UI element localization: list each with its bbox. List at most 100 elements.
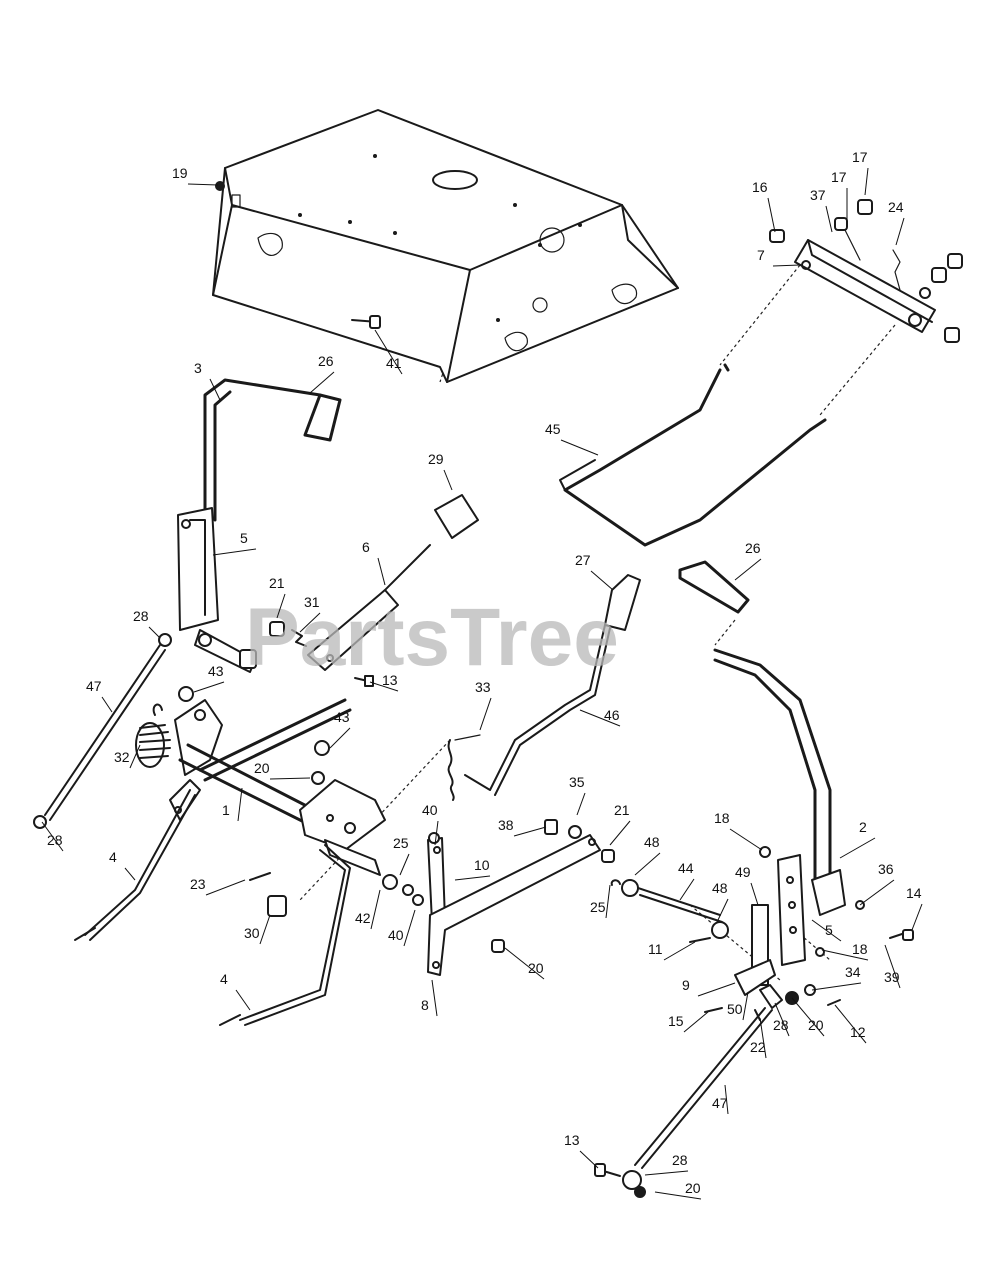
callout-c13b: 13: [564, 1132, 580, 1148]
callout-c40b: 40: [388, 927, 404, 943]
callout-leader: [454, 875, 491, 881]
callout-leader: [329, 727, 351, 749]
callout-leader: [644, 1170, 689, 1176]
callout-leader: [187, 183, 219, 186]
part-47-left-link: [33, 633, 172, 829]
callout-leader: [560, 439, 599, 456]
part-29-knob: [434, 494, 479, 539]
part-47-right-link: [594, 984, 783, 1198]
part-43-bushings: [178, 686, 330, 756]
parts-21-31-hardware: [269, 621, 307, 647]
callout-leader: [309, 371, 335, 394]
callout-leader: [811, 982, 862, 991]
callout-c45: 45: [545, 421, 561, 437]
part-6-lever: [307, 544, 431, 687]
callout-c2: 2: [859, 819, 867, 835]
callout-c17a: 17: [831, 169, 847, 185]
part-33-spring: [447, 734, 481, 801]
callout-c47a: 47: [86, 678, 102, 694]
callout-c28c: 28: [773, 1017, 789, 1033]
callout-leader: [101, 696, 113, 713]
callout-c21a: 21: [269, 575, 285, 591]
callout-leader: [504, 947, 545, 980]
callout-leader: [811, 919, 842, 942]
callout-leader: [193, 681, 225, 693]
part-7-lift-bracket: [794, 239, 936, 333]
watermark: PartsTree: [245, 592, 619, 683]
part-5-left-plate: [177, 507, 257, 673]
callout-leader: [697, 982, 736, 997]
callout-leader: [269, 777, 311, 780]
part-41-bolt: [351, 315, 381, 329]
callout-leader: [717, 898, 729, 921]
callout-c1: 1: [222, 802, 230, 818]
parts-38-35-21-hardware: [544, 819, 615, 863]
callout-leader: [431, 979, 438, 1017]
callout-c28d: 28: [672, 1152, 688, 1168]
callout-leader: [374, 329, 403, 375]
callout-c18a: 18: [714, 810, 730, 826]
callout-c21b: 21: [614, 802, 630, 818]
callout-leader: [864, 167, 869, 196]
callout-c25b: 25: [590, 899, 606, 915]
callout-leader: [742, 991, 749, 1021]
part-9-link-plate: [734, 959, 776, 996]
part-27-knob: [604, 574, 641, 631]
callout-leader: [377, 557, 386, 586]
callout-c3: 3: [194, 360, 202, 376]
callout-c20a: 20: [254, 760, 270, 776]
callout-c8: 8: [421, 997, 429, 1013]
callout-c33: 33: [475, 679, 491, 695]
callout-leader: [579, 709, 621, 727]
callout-leader: [41, 821, 64, 852]
callout-c37: 37: [810, 187, 826, 203]
callout-c20b: 20: [528, 960, 544, 976]
callout-leader: [513, 826, 547, 837]
callout-c4a: 4: [109, 849, 117, 865]
callout-c43a: 43: [208, 663, 224, 679]
callout-leader: [434, 820, 439, 846]
part-2-right-lever: [713, 648, 832, 882]
callout-leader: [237, 787, 243, 822]
callout-leader: [235, 989, 251, 1011]
callout-leader: [479, 697, 492, 731]
callout-c4b: 4: [220, 971, 228, 987]
callout-leader: [734, 558, 762, 581]
part-45-handle-frame: [559, 363, 827, 547]
part-26-grip-right: [678, 560, 750, 614]
callout-leader: [212, 548, 257, 556]
callout-leader: [124, 867, 136, 881]
callout-c14: 14: [906, 885, 922, 901]
callout-c50: 50: [727, 1001, 743, 1017]
callout-c32: 32: [114, 749, 130, 765]
callout-c18b: 18: [852, 941, 868, 957]
callout-leader: [576, 792, 586, 816]
callout-leader: [859, 879, 895, 906]
callout-leader: [724, 1084, 729, 1115]
part-32-spring: [135, 703, 171, 768]
callout-c27: 27: [575, 552, 591, 568]
callout-leader: [821, 949, 869, 961]
part-8-lift-arm: [412, 834, 601, 976]
callout-c13a: 13: [382, 672, 398, 688]
callout-leader: [299, 612, 321, 633]
part-19-nut: [215, 181, 225, 191]
callout-leader: [774, 1002, 790, 1037]
callout-c35: 35: [569, 774, 585, 790]
callout-c28a: 28: [133, 608, 149, 624]
callout-leader: [399, 853, 410, 876]
callout-c36: 36: [878, 861, 894, 877]
callout-c49: 49: [735, 864, 751, 880]
callout-c31: 31: [304, 594, 320, 610]
callout-c28b: 28: [47, 832, 63, 848]
callout-leader: [911, 903, 923, 931]
callout-c43b: 43: [334, 709, 350, 725]
callout-c44: 44: [678, 860, 694, 876]
callout-c5a: 5: [240, 530, 248, 546]
center-bracket: [299, 771, 386, 876]
callout-c25a: 25: [393, 835, 409, 851]
part-10-link: [427, 832, 446, 923]
part-44-pin: [621, 879, 729, 939]
callout-c19: 19: [172, 165, 188, 181]
